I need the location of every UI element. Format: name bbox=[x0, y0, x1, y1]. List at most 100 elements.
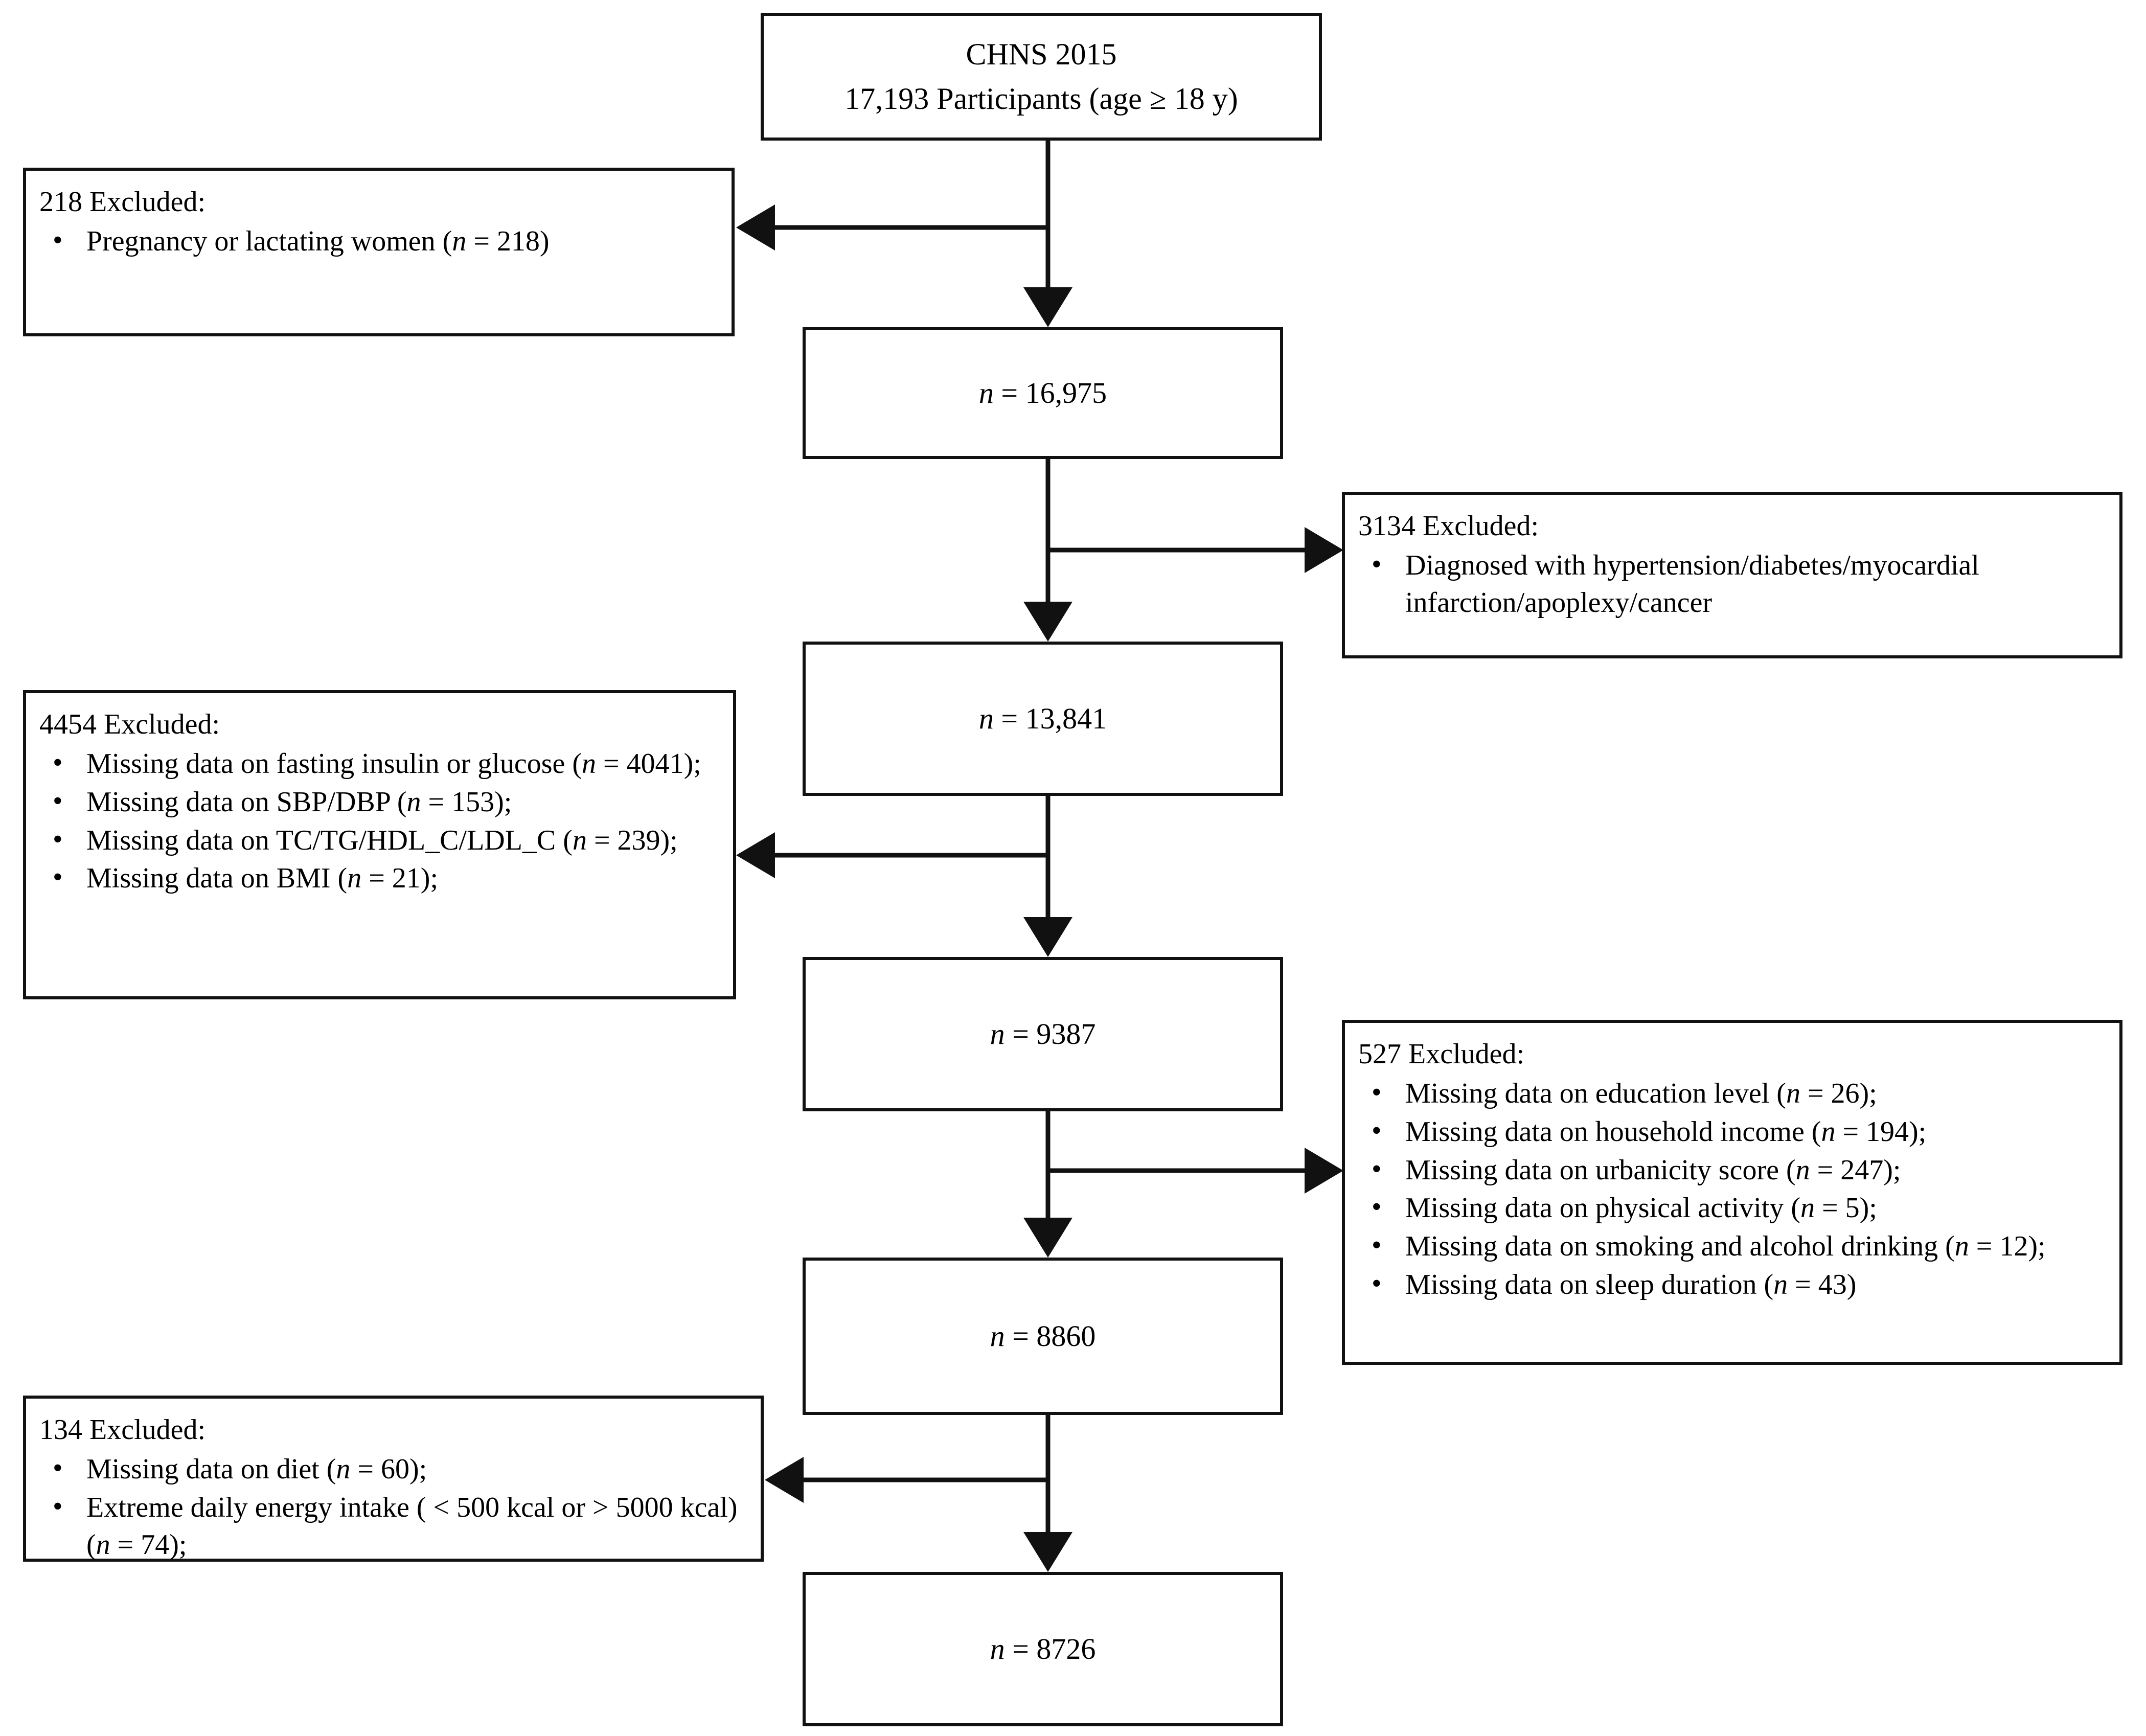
list-item: Extreme daily energy intake ( < 500 kcal… bbox=[39, 1488, 748, 1564]
arrowhead-down-n3 bbox=[1023, 917, 1072, 957]
arrowhead-left-4454 bbox=[736, 832, 775, 878]
item-text-before: Missing data on sleep duration ( bbox=[1405, 1268, 1774, 1300]
list-item: Missing data on household income (n = 19… bbox=[1358, 1112, 2107, 1151]
arrowhead-down-n2 bbox=[1023, 602, 1072, 642]
exclusion-box-218: 218 Excluded: Pregnancy or lactating wom… bbox=[23, 168, 735, 336]
eq-4: = bbox=[1004, 1319, 1037, 1353]
cohort-box-2: n = 13,841 bbox=[803, 642, 1283, 796]
list-item: Missing data on diet (n = 60); bbox=[39, 1450, 748, 1488]
arrowhead-right-527 bbox=[1305, 1148, 1343, 1194]
list-item: Missing data on SBP/DBP (n = 153); bbox=[39, 783, 721, 821]
count-value-2: 13,841 bbox=[1025, 702, 1107, 736]
cohort-count-1: n = 16,975 bbox=[979, 377, 1107, 409]
cohort-count-2: n = 13,841 bbox=[979, 702, 1107, 735]
item-text-before: Missing data on household income ( bbox=[1405, 1115, 1821, 1148]
n-symbol-5: n bbox=[990, 1632, 1005, 1666]
n-symbol: n bbox=[347, 862, 362, 895]
n-symbol-1: n bbox=[978, 376, 994, 410]
arrowhead-down-n4 bbox=[1023, 1218, 1072, 1258]
n-symbol: n bbox=[1786, 1078, 1800, 1109]
list-item: Pregnancy or lactating women (n = 218) bbox=[39, 222, 719, 260]
item-text-after: = 218) bbox=[466, 225, 550, 257]
cohort-count-3: n = 9387 bbox=[990, 1018, 1096, 1050]
cohort-box-4: n = 8860 bbox=[803, 1258, 1283, 1415]
n-symbol: n bbox=[406, 786, 421, 818]
count-value-5: 8726 bbox=[1036, 1632, 1096, 1666]
n-symbol: n bbox=[1800, 1192, 1815, 1224]
item-text-before: Missing data on BMI ( bbox=[86, 862, 348, 895]
item-text-before: Missing data on physical activity ( bbox=[1405, 1192, 1800, 1224]
n-symbol: n bbox=[1795, 1154, 1810, 1186]
exclusion-box-3134: 3134 Excluded: Diagnosed with hypertensi… bbox=[1342, 492, 2122, 658]
cohort-box-source: CHNS 2015 17,193 Participants (age ≥ 18 … bbox=[761, 13, 1322, 141]
arrowhead-down-n5 bbox=[1023, 1532, 1072, 1572]
item-text-before: Missing data on urbanicity score ( bbox=[1405, 1154, 1796, 1186]
list-item: Missing data on BMI (n = 21); bbox=[39, 859, 721, 897]
arrowhead-left-134 bbox=[765, 1457, 804, 1503]
list-item: Diagnosed with hypertension/diabetes/myo… bbox=[1358, 546, 2107, 622]
list-item: Missing data on education level (n = 26)… bbox=[1358, 1074, 2107, 1112]
list-item: Missing data on TC/TG/HDL_C/LDL_C (n = 2… bbox=[39, 821, 721, 859]
cohort-count-5: n = 8726 bbox=[990, 1633, 1096, 1665]
exclusion-list-134: Missing data on diet (n = 60); Extreme d… bbox=[39, 1450, 748, 1564]
item-text-after: = 26); bbox=[1800, 1078, 1877, 1109]
item-text-after: = 43) bbox=[1788, 1268, 1857, 1300]
item-text-after: = 12); bbox=[1969, 1230, 2046, 1263]
exclusion-box-134: 134 Excluded: Missing data on diet (n = … bbox=[23, 1396, 764, 1562]
list-item: Missing data on urbanicity score (n = 24… bbox=[1358, 1151, 2107, 1189]
item-text-after: = 5); bbox=[1814, 1192, 1877, 1224]
cohort-count-4: n = 8860 bbox=[990, 1320, 1096, 1353]
exclusion-box-527: 527 Excluded: Missing data on education … bbox=[1342, 1020, 2122, 1365]
exclusion-heading-527: 527 Excluded: bbox=[1358, 1038, 1525, 1070]
list-item: Missing data on smoking and alcohol drin… bbox=[1358, 1227, 2107, 1265]
exclusion-heading-134: 134 Excluded: bbox=[39, 1414, 206, 1446]
list-item: Missing data on physical activity (n = 5… bbox=[1358, 1189, 2107, 1227]
count-value-1: 16,975 bbox=[1025, 376, 1107, 410]
item-text-after: = 21); bbox=[361, 862, 439, 895]
source-title-line2: 17,193 Participants (age ≥ 18 y) bbox=[844, 82, 1238, 116]
exclusion-heading-4454: 4454 Excluded: bbox=[39, 709, 220, 740]
n-symbol: n bbox=[582, 748, 597, 780]
cohort-box-3: n = 9387 bbox=[803, 957, 1283, 1111]
cohort-box-1: n = 16,975 bbox=[803, 327, 1283, 459]
item-text-after: = 239); bbox=[586, 824, 678, 856]
count-value-4: 8860 bbox=[1036, 1319, 1096, 1353]
eq-2: = bbox=[993, 702, 1025, 736]
item-text-before: Missing data on education level ( bbox=[1405, 1078, 1786, 1109]
exclusion-heading-3134: 3134 Excluded: bbox=[1358, 510, 1539, 542]
list-item: Missing data on fasting insulin or gluco… bbox=[39, 744, 721, 783]
arrowhead-left-218 bbox=[736, 204, 775, 250]
arrowhead-down-n1 bbox=[1023, 287, 1072, 327]
item-text-after: = 194); bbox=[1835, 1115, 1927, 1148]
exclusion-list-527: Missing data on education level (n = 26)… bbox=[1358, 1074, 2107, 1304]
eq-5: = bbox=[1004, 1632, 1037, 1666]
list-item: Missing data on sleep duration (n = 43) bbox=[1358, 1265, 2107, 1304]
item-text-before: Missing data on diet ( bbox=[86, 1453, 336, 1485]
exclusion-list-218: Pregnancy or lactating women (n = 218) bbox=[39, 222, 719, 260]
item-text-before: Extreme daily energy intake ( < 500 kcal… bbox=[86, 1491, 738, 1561]
item-text-after: = 4041); bbox=[596, 748, 701, 780]
item-text-before: Pregnancy or lactating women ( bbox=[86, 225, 452, 257]
item-text-before: Missing data on SBP/DBP ( bbox=[86, 786, 407, 818]
eq-3: = bbox=[1004, 1017, 1037, 1051]
n-symbol: n bbox=[96, 1528, 110, 1561]
item-text-after: = 60); bbox=[350, 1453, 427, 1485]
item-text-before: Diagnosed with hypertension/diabetes/myo… bbox=[1405, 550, 1979, 619]
item-text-before: Missing data on smoking and alcohol drin… bbox=[1405, 1230, 1955, 1263]
n-symbol: n bbox=[336, 1453, 351, 1485]
exclusion-list-4454: Missing data on fasting insulin or gluco… bbox=[39, 744, 721, 897]
n-symbol-3: n bbox=[990, 1017, 1005, 1051]
item-text-before: Missing data on fasting insulin or gluco… bbox=[86, 748, 582, 780]
item-text-after: = 153); bbox=[421, 786, 512, 818]
arrowhead-right-3134 bbox=[1305, 527, 1343, 573]
exclusion-heading-218: 218 Excluded: bbox=[39, 186, 206, 218]
eq-1: = bbox=[993, 376, 1025, 410]
n-symbol: n bbox=[1954, 1230, 1969, 1263]
n-symbol: n bbox=[1821, 1115, 1836, 1148]
exclusion-list-3134: Diagnosed with hypertension/diabetes/myo… bbox=[1358, 546, 2107, 622]
item-text-after: = 247); bbox=[1810, 1154, 1901, 1186]
n-symbol-4: n bbox=[990, 1319, 1005, 1353]
count-value-3: 9387 bbox=[1036, 1017, 1096, 1051]
n-symbol: n bbox=[572, 824, 587, 856]
